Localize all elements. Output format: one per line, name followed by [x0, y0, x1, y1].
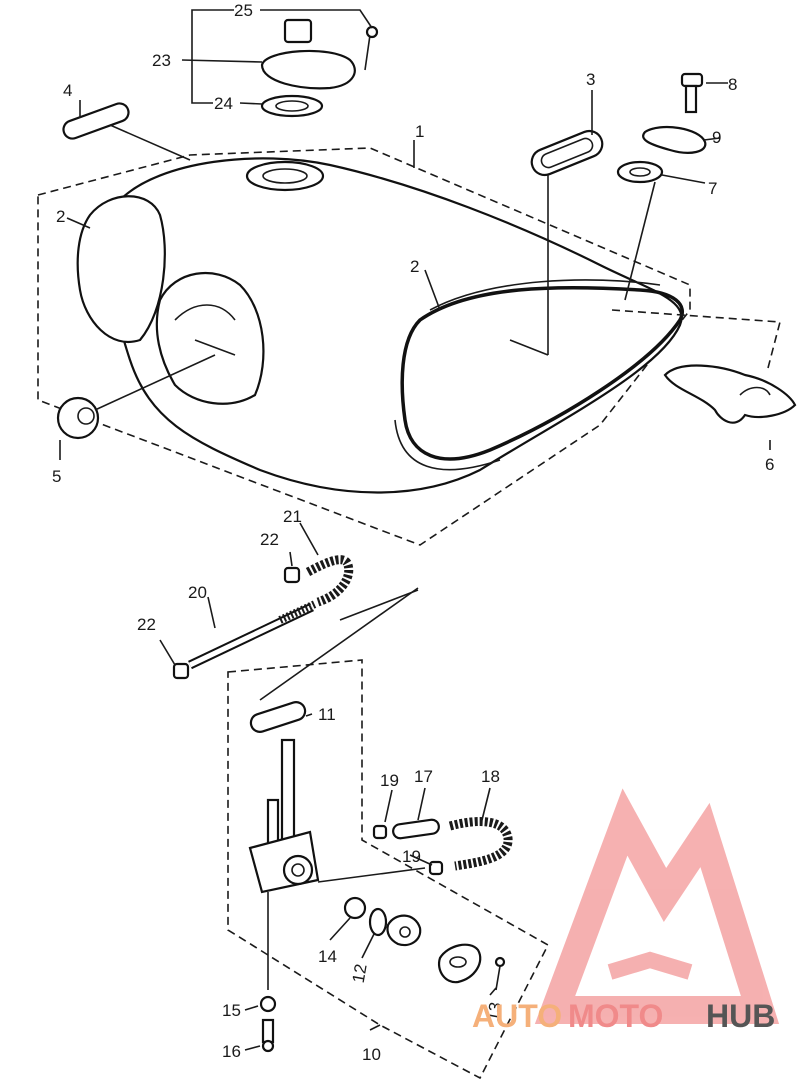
tank-end-cap	[76, 195, 166, 343]
watermark-text-auto: AUTO	[472, 998, 562, 1034]
part-5-knob	[56, 354, 216, 440]
label-22-lower: 22	[137, 615, 156, 634]
label-5: 5	[52, 467, 61, 486]
part-6-bracket	[611, 309, 797, 424]
label-22-upper: 22	[260, 530, 279, 549]
label-9: 9	[712, 128, 721, 147]
label-10: 10	[362, 1045, 381, 1064]
filler-cap-assembly	[260, 18, 379, 118]
label-14: 14	[318, 947, 337, 966]
part-17-hose	[392, 818, 440, 840]
part-22-clip-upper	[283, 566, 301, 584]
watermark-text-moto: MOTO	[568, 998, 663, 1034]
leader-line-tap	[259, 587, 419, 701]
part-12-o-ring	[368, 907, 388, 937]
label-2-end-cap: 2	[56, 207, 65, 226]
label-20: 20	[188, 583, 207, 602]
label-3: 3	[586, 70, 595, 89]
leader-lines	[59, 9, 771, 1051]
part-19-clip-upper	[372, 824, 388, 840]
petcock-assembly-outline	[227, 659, 550, 1079]
automotohub-watermark: AUTO MOTO HUB	[472, 788, 780, 1034]
part-14-washer	[343, 896, 367, 920]
tank-assembly-outline	[37, 147, 691, 546]
watermark-logo-icon	[534, 788, 780, 1024]
label-15: 15	[222, 1001, 241, 1020]
part-8-bolt	[680, 72, 704, 114]
part-3-emblem	[509, 129, 604, 356]
label-16: 16	[222, 1042, 241, 1061]
part-13-screw	[494, 956, 506, 991]
label-1: 1	[415, 122, 424, 141]
part-16-bolt	[261, 1018, 275, 1053]
label-21: 21	[283, 507, 302, 526]
petcock-cover-plate	[437, 943, 482, 984]
part-4-strip	[62, 102, 130, 140]
label-6: 6	[765, 455, 774, 474]
label-18: 18	[481, 767, 500, 786]
label-2-side-panel: 2	[410, 257, 419, 276]
petcock-lever	[386, 914, 422, 947]
part-7-washer	[616, 160, 664, 301]
part-9-washer	[642, 125, 707, 154]
label-11: 11	[318, 705, 336, 724]
label-23: 23	[152, 51, 171, 70]
label-13: 13	[483, 1001, 505, 1023]
fuel-tank	[108, 157, 684, 494]
label-12: 12	[349, 963, 371, 985]
part-22-clip-lower	[172, 662, 190, 680]
label-19-lower: 19	[402, 847, 421, 866]
leader-line-hose	[339, 589, 419, 621]
part-20-hose	[188, 600, 317, 670]
fuel-petcock	[248, 738, 426, 990]
label-24: 24	[214, 94, 233, 113]
label-8: 8	[728, 75, 737, 94]
label-7: 7	[708, 179, 717, 198]
part-labels: 1 2 2 3 4 5 6 7 8 9 10 11 12 13 14 15 16…	[52, 1, 774, 1064]
part-19-clip-lower	[428, 860, 444, 876]
part-15-washer	[259, 995, 277, 1013]
part-21-hose-coil	[305, 555, 354, 607]
label-25: 25	[234, 1, 253, 20]
part-18-hose-coil	[448, 817, 513, 871]
part-11-gasket	[249, 701, 307, 733]
label-4: 4	[63, 81, 72, 100]
label-19-upper: 19	[380, 771, 399, 790]
watermark-text-hub: HUB	[706, 998, 775, 1034]
label-17: 17	[414, 767, 433, 786]
